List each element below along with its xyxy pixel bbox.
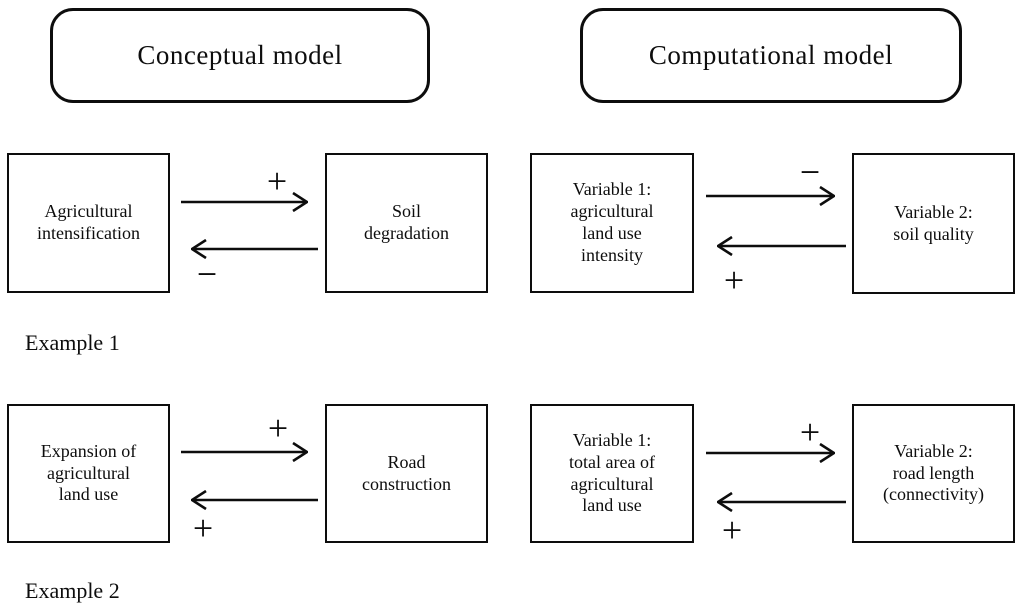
ex1-conceptual-forward-sign: + xyxy=(266,161,288,201)
ex1-computational-forward-sign: − xyxy=(799,152,821,192)
example-1-label: Example 1 xyxy=(25,330,120,355)
ex1-computational-left-box: Variable 1: agricultural land use intens… xyxy=(530,153,694,293)
ex2-computational-right-box: Variable 2: road length (connectivity) xyxy=(852,404,1015,543)
ex2-computational-left-box: Variable 1: total area of agricultural l… xyxy=(530,404,694,543)
ex2-conceptual-backward-sign: + xyxy=(192,508,214,548)
header-computational-model: Computational model xyxy=(580,8,962,103)
ex2-computational-backward-sign: + xyxy=(721,510,743,550)
ex2-conceptual-forward-sign: + xyxy=(267,408,289,448)
example-2-label: Example 2 xyxy=(25,578,120,603)
ex1-conceptual-backward-sign: − xyxy=(196,254,218,294)
ex1-conceptual-right-box: Soil degradation xyxy=(325,153,488,293)
ex2-conceptual-left-box: Expansion of agricultural land use xyxy=(7,404,170,543)
header-conceptual-model: Conceptual model xyxy=(50,8,430,103)
ex2-conceptual-right-box: Road construction xyxy=(325,404,488,543)
ex2-computational-forward-sign: + xyxy=(799,412,821,452)
ex1-computational-backward-sign: + xyxy=(723,260,745,300)
ex1-computational-right-box: Variable 2: soil quality xyxy=(852,153,1015,294)
ex1-conceptual-left-box: Agricultural intensification xyxy=(7,153,170,293)
